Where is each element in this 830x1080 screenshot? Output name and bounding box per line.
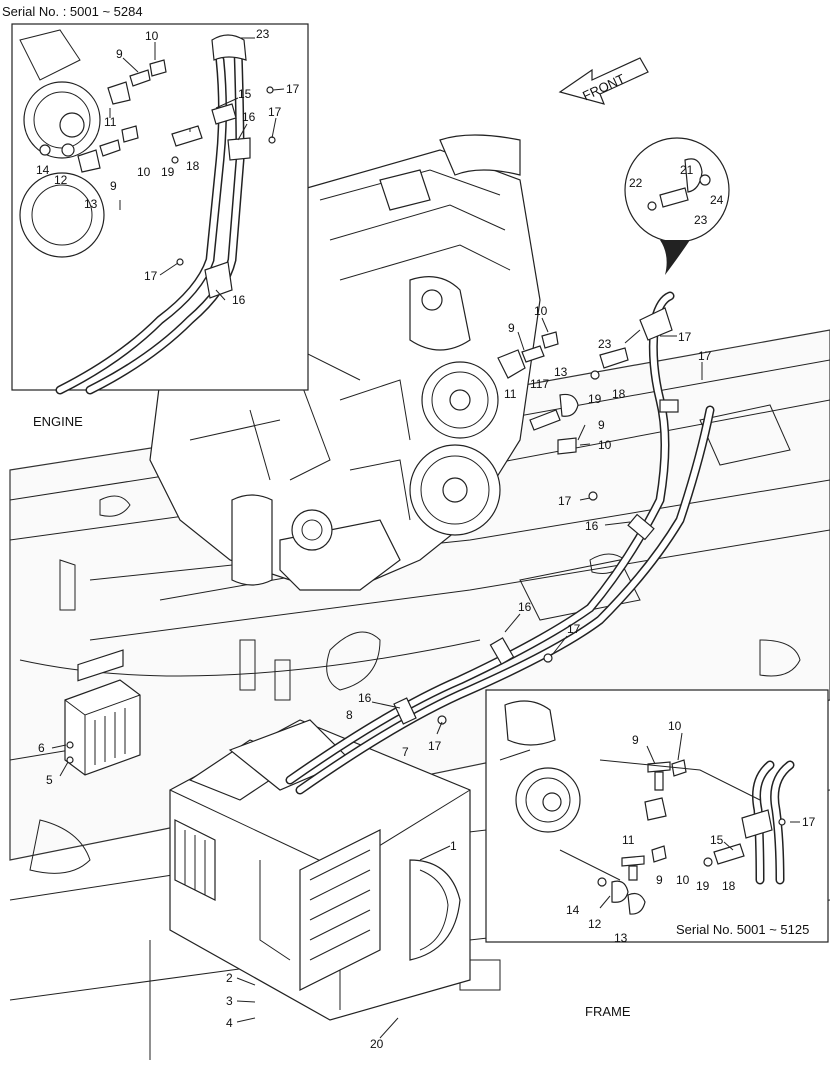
callout: 9 xyxy=(508,321,515,335)
callout: 7 xyxy=(402,745,409,759)
callout: 16 xyxy=(242,110,256,124)
callout: 19 xyxy=(161,165,175,179)
callout: 14 xyxy=(36,163,50,177)
callout: 17 xyxy=(567,622,581,636)
callout: 11 xyxy=(504,387,517,401)
callout: 17 xyxy=(286,82,300,96)
callout: 19 xyxy=(696,879,710,893)
callout: 10 xyxy=(145,29,159,43)
callout: 18 xyxy=(612,387,626,401)
callout: 10 xyxy=(534,304,548,318)
callout: 3 xyxy=(226,994,233,1008)
callout: 24 xyxy=(710,193,724,207)
inset-bottom-right xyxy=(485,689,829,943)
callout: 18 xyxy=(722,879,736,893)
circle-detail xyxy=(624,137,730,275)
callout: 15 xyxy=(710,833,724,847)
callout: 17 xyxy=(698,349,712,363)
callout: 10 xyxy=(137,165,151,179)
callout: 17 xyxy=(678,330,692,344)
callout-numbers: 10 9 23 17 15 11 16 17 14 12 9 10 19 18 … xyxy=(36,27,816,1051)
callout: 13 xyxy=(614,931,628,945)
callout: 11 xyxy=(104,115,117,129)
fittings-engine xyxy=(437,331,629,725)
main-hoses xyxy=(285,291,715,795)
callout: 11 xyxy=(622,833,635,847)
callout: 17 xyxy=(268,105,282,119)
callout: 14 xyxy=(566,903,580,917)
callout: 9 xyxy=(110,179,117,193)
callout: 117 xyxy=(530,377,549,391)
frame-label: FRAME xyxy=(585,1004,631,1019)
callout: 17 xyxy=(558,494,572,508)
callout: 4 xyxy=(226,1016,233,1030)
callout: 8 xyxy=(346,708,353,722)
callout: 10 xyxy=(668,719,682,733)
callout: 9 xyxy=(632,733,639,747)
callout: 2 xyxy=(226,971,233,985)
callout: 17 xyxy=(802,815,816,829)
serial-inset-caption: Serial No. 5001 ~ 5125 xyxy=(676,922,809,937)
callout: 10 xyxy=(598,438,612,452)
control-panel xyxy=(64,649,141,776)
leader-lines xyxy=(51,37,800,1039)
callout: 9 xyxy=(656,873,663,887)
callout: 15 xyxy=(238,87,252,101)
front-arrow: FRONT xyxy=(558,57,649,105)
callout: 13 xyxy=(84,197,98,211)
hvac-unit xyxy=(169,719,471,1021)
callout: 9 xyxy=(598,418,605,432)
callout: 5 xyxy=(46,773,53,787)
callout: 6 xyxy=(38,741,45,755)
callout: 21 xyxy=(680,163,694,177)
callout: 13 xyxy=(554,365,568,379)
callout: 16 xyxy=(358,691,372,705)
callout: 16 xyxy=(518,600,532,614)
callout: 17 xyxy=(428,739,442,753)
callout: 20 xyxy=(370,1037,384,1051)
callout: 23 xyxy=(694,213,708,227)
callout: 16 xyxy=(232,293,246,307)
callout: 9 xyxy=(116,47,123,61)
callout: 1 xyxy=(450,839,457,853)
callout: 23 xyxy=(598,337,612,351)
engine-label: ENGINE xyxy=(33,414,83,429)
callout: 19 xyxy=(588,392,602,406)
callout: 16 xyxy=(585,519,599,533)
callout: 12 xyxy=(54,173,68,187)
callout: 10 xyxy=(676,873,690,887)
callout: 23 xyxy=(256,27,270,41)
serial-top-caption: Serial No. : 5001 ~ 5284 xyxy=(2,4,143,19)
callout: 18 xyxy=(186,159,200,173)
callout: 17 xyxy=(144,269,158,283)
callout: 12 xyxy=(588,917,602,931)
callout: 22 xyxy=(629,176,643,190)
inset-top-left xyxy=(11,23,309,395)
